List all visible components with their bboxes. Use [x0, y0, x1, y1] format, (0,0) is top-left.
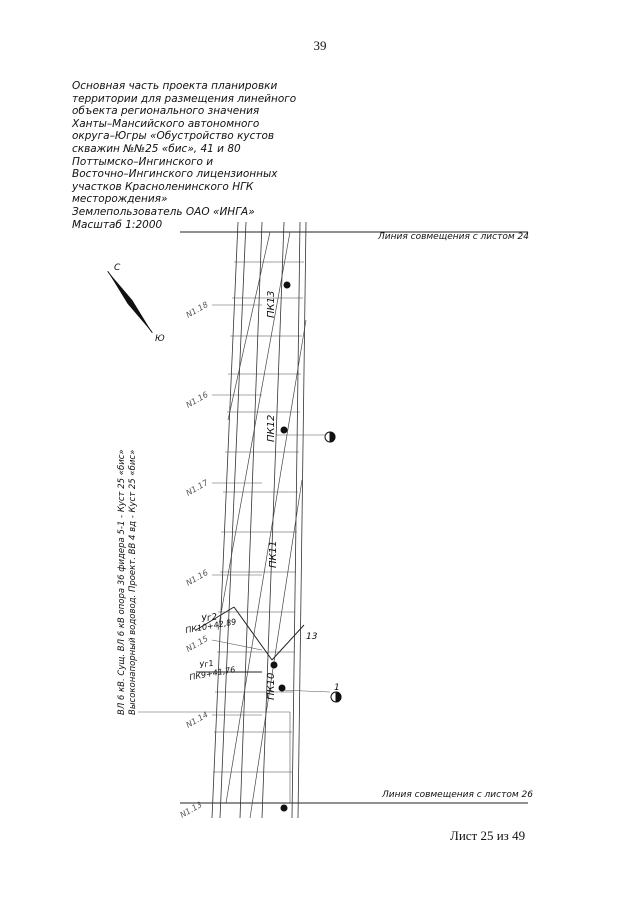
corridor-boundaries	[211, 221, 307, 819]
side-mark: N1.16	[185, 390, 210, 410]
match-line-top-label: Линия совмещения с листом 24	[378, 232, 529, 242]
map-scale: Масштаб 1:2000	[72, 218, 163, 231]
title-line: округа–Югры «Обустройство кустов	[72, 130, 275, 143]
point-markers	[270, 281, 291, 812]
title-line: месторождения»	[72, 193, 168, 206]
picket-marker	[270, 661, 278, 669]
title-line: Поттымско–Ингинского и	[72, 155, 214, 168]
benchmark-markers	[324, 431, 342, 703]
vertical-note: ВЛ 6 кВ. Сущ. ВЛ 6 кВ опора 36 фидера 5-…	[117, 449, 127, 715]
diagonal-survey-lines	[217, 231, 307, 819]
picket-marker	[278, 684, 286, 692]
title-line: скважин №№25 «бис», 41 и 80	[72, 142, 241, 155]
angle-point-connector	[195, 606, 305, 673]
side-mark: N1.16	[185, 568, 210, 588]
point-label: 1	[334, 683, 340, 693]
picket-marker	[280, 426, 288, 434]
title-line: Основная часть проекта планировки	[72, 80, 278, 92]
title-line: территории для размещения линейного	[72, 92, 297, 105]
point-label: 13	[306, 632, 318, 642]
side-mark: N1.15	[185, 634, 210, 654]
picket-marker	[280, 804, 288, 812]
compass-south: Ю	[155, 334, 165, 344]
side-mark: N1.14	[185, 710, 210, 730]
side-mark: N1.17	[185, 478, 211, 498]
title-block: Основная часть проекта планировки террит…	[72, 80, 312, 231]
picket-label: ПК10	[266, 673, 277, 700]
picket-label: ПК12	[266, 415, 277, 442]
picket-label: ПК13	[266, 291, 277, 318]
land-user: Землепользователь ОАО «ИНГА»	[72, 205, 255, 218]
page-number: 39	[313, 38, 327, 53]
title-line: Ханты–Мансийского автономного	[72, 117, 260, 130]
sheet-footer: Лист 25 из 49	[450, 828, 526, 843]
angle-point-label: Уг2	[201, 612, 219, 625]
picket-label: ПК11	[268, 541, 279, 568]
leader-lines	[138, 304, 331, 803]
title-line: Восточно–Ингинского лицензионных	[72, 168, 278, 181]
angle-point-label: Уг1	[199, 659, 215, 670]
picket-marker	[283, 281, 291, 289]
title-line: объекта регионального значения	[72, 105, 260, 118]
title-line: участков Красноленинского НГК	[72, 180, 254, 193]
side-mark: N1.18	[185, 300, 210, 320]
north-arrow-icon	[107, 270, 153, 334]
grid-cross-lines	[213, 261, 304, 773]
compass-north: С	[114, 263, 121, 273]
vertical-note: Высоконапорный водовод. Проект. ВВ 4 вд …	[128, 450, 138, 715]
match-line-bottom-label: Линия совмещения с листом 26	[382, 790, 533, 800]
